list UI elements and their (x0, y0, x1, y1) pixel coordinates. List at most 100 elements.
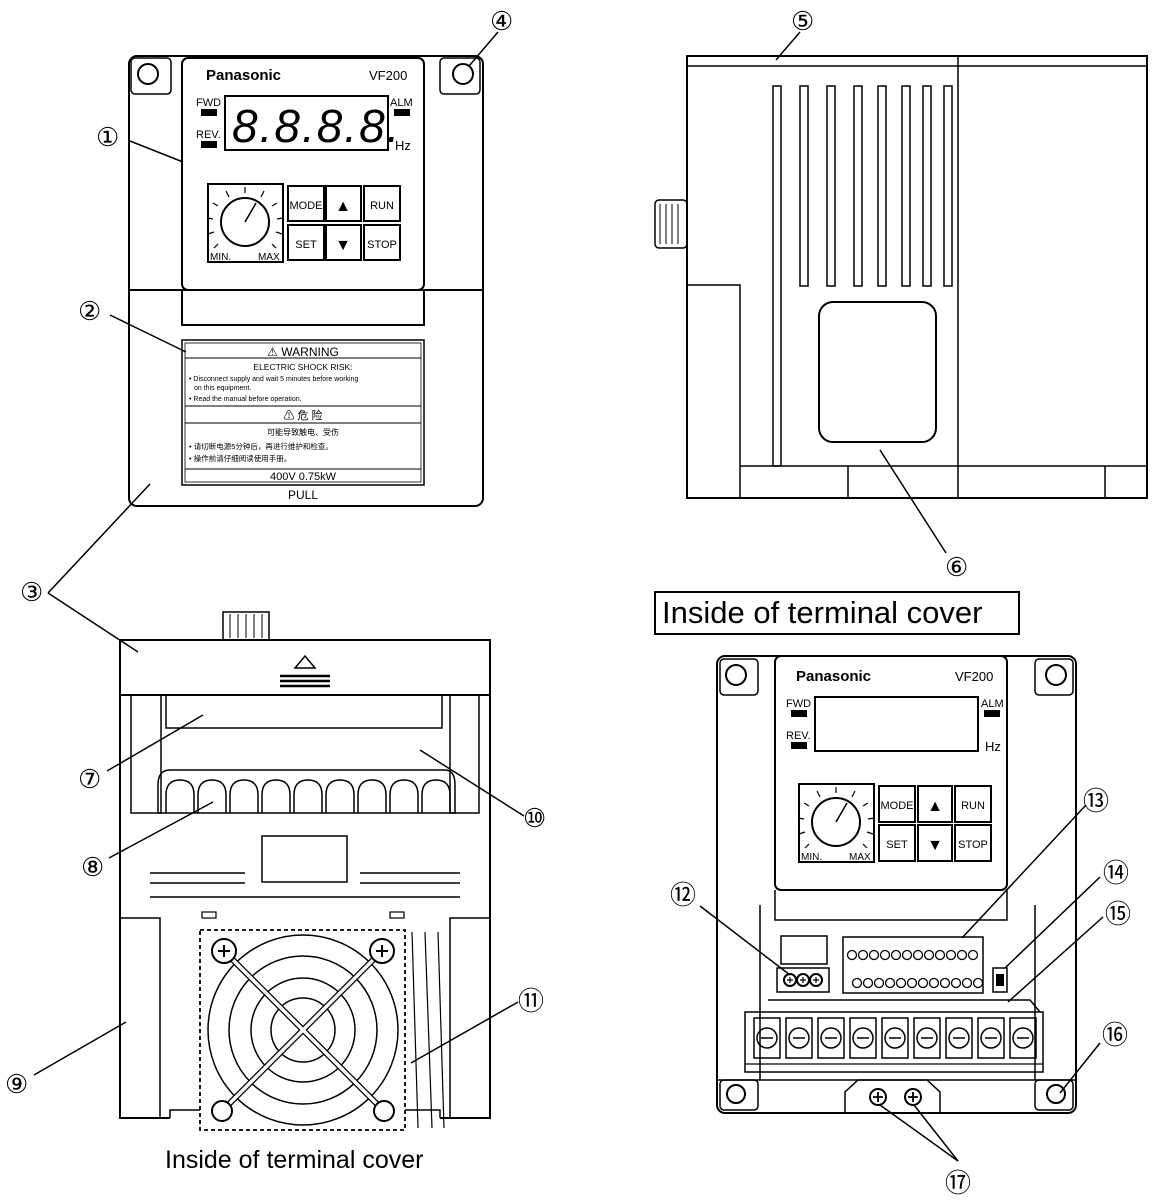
warning-cn-line1: • 请切断电源5分钟后，再进行维护和检查。 (189, 441, 333, 451)
down-key[interactable] (917, 824, 953, 862)
brand-label: Panasonic (206, 67, 281, 84)
terminal-operator-panel (774, 655, 1008, 891)
dial-max-label: MAX (849, 852, 871, 863)
warning-title: ⚠ WARNING (267, 345, 339, 359)
set-key[interactable] (287, 224, 325, 261)
callout-15: ⑮ (1105, 899, 1131, 929)
mode-key[interactable] (287, 185, 325, 222)
front-view: Panasonic VF200 FWD REV. ALM 8.8.8.8. Hz… (128, 55, 484, 507)
brand-label: Panasonic (796, 668, 871, 685)
fan-icon (207, 934, 399, 1126)
control-terminal-block (842, 936, 984, 994)
relay-terminal-block (776, 967, 830, 993)
set-key-label: SET (886, 839, 908, 851)
mounting-hole-icon (137, 63, 159, 85)
callout-10: ⑩ (523, 803, 546, 833)
display-digits: 8.8.8.8. (232, 100, 401, 152)
up-key[interactable] (325, 185, 362, 222)
model-label: VF200 (369, 68, 407, 83)
alm-label: ALM (390, 97, 413, 109)
rev-label: REV. (786, 730, 811, 742)
dial-max-label: MAX (258, 252, 280, 263)
warning-line3: • Read the manual before operation. (189, 396, 302, 403)
dial-min-label: MIN. (210, 252, 231, 263)
mode-key-label: MODE (881, 800, 914, 812)
callout-6: ⑥ (945, 552, 968, 582)
callout-5: ⑤ (791, 6, 814, 36)
set-key-label: SET (295, 239, 317, 251)
callout-7: ⑦ (78, 764, 101, 794)
pull-label: PULL (288, 488, 318, 502)
warning-label (181, 339, 425, 486)
side-housing (686, 55, 1148, 499)
run-key[interactable] (363, 185, 401, 222)
mounting-hole-icon (452, 63, 474, 85)
mode-key[interactable] (878, 785, 916, 823)
terminal-view-title: Inside of terminal cover (662, 595, 983, 630)
hz-label: Hz (395, 138, 411, 153)
fwd-label: FWD (196, 97, 221, 109)
warning-line1: • Disconnect supply and wait 5 minutes b… (189, 376, 358, 383)
dial-frame (207, 183, 284, 263)
warning-cn-line2: • 操作前请仔细阅读使用手册。 (189, 453, 291, 463)
leader-lines (33, 31, 1104, 1162)
terminal-view-title-box (654, 591, 1020, 635)
run-key[interactable] (954, 785, 992, 823)
terminal-housing (716, 655, 1077, 1114)
run-key-label: RUN (370, 200, 394, 212)
terminal-led-display (814, 696, 979, 752)
up-key[interactable] (917, 785, 953, 823)
down-arrow-icon: ▼ (335, 237, 351, 254)
callout-1: ① (96, 122, 119, 152)
up-arrow-icon: ▲ (335, 198, 351, 215)
down-arrow-icon: ▼ (927, 837, 943, 854)
warning-risk: ELECTRIC SHOCK RISK: (253, 362, 352, 372)
warning-cn-title: ⚠ 危 险 (283, 408, 322, 422)
warning-line2: on this equipment. (194, 385, 251, 392)
ground-bracket (844, 1079, 941, 1113)
bottom-view-caption: Inside of terminal cover (165, 1146, 424, 1174)
cooling-fan (199, 929, 406, 1131)
dial-frame (798, 783, 875, 863)
model-label: VF200 (955, 669, 993, 684)
warning-cn-risk: 可能导致触电、受伤 (267, 427, 339, 437)
callout-2: ② (78, 296, 101, 326)
callouts: ① ② ③ ④ ⑤ ⑥ ⑦ ⑧ ⑨ ⑩ ⑪ ⑫ ⑬ ⑭ ⑮ ⑯ ⑰ (5, 6, 1131, 1198)
nameplate-area (818, 301, 937, 443)
callout-13: ⑬ (1083, 786, 1109, 816)
up-arrow-icon: ▲ (927, 798, 943, 815)
stop-key[interactable] (363, 224, 401, 261)
rating-label: 400V 0.75kW (270, 471, 337, 483)
callout-17: ⑰ (945, 1168, 971, 1198)
led-display (224, 95, 389, 151)
set-key[interactable] (878, 824, 916, 862)
callout-11: ⑪ (518, 986, 544, 1016)
callout-8: ⑧ (81, 852, 104, 882)
bottom-view (119, 611, 491, 1131)
fwd-label: FWD (786, 698, 811, 710)
alm-label: ALM (981, 698, 1004, 710)
frequency-dial-icon (811, 797, 861, 847)
rev-label: REV. (196, 129, 221, 141)
callout-12: ⑫ (670, 880, 696, 910)
frequency-dial-icon (220, 197, 270, 247)
main-circuit-terminal-block (744, 1011, 1044, 1073)
hz-label: Hz (985, 739, 1001, 754)
front-housing (128, 55, 484, 507)
callout-16: ⑯ (1102, 1020, 1128, 1050)
run-key-label: RUN (961, 800, 985, 812)
terminal-view: Panasonic VF200 FWD REV. ALM Hz MIN. MAX… (716, 655, 1077, 1114)
stop-key-label: STOP (958, 839, 988, 851)
down-key[interactable] (325, 224, 362, 261)
terminal-cover-top (119, 639, 491, 696)
mode-key-label: MODE (290, 200, 323, 212)
callout-9: ⑨ (5, 1069, 28, 1099)
dip-switch (992, 967, 1008, 993)
callout-4: ④ (490, 6, 513, 36)
dial-knob-icon (654, 199, 688, 249)
callout-14: ⑭ (1103, 858, 1129, 888)
side-view (654, 55, 1148, 499)
stop-key[interactable] (954, 824, 992, 862)
dial-min-label: MIN. (801, 852, 822, 863)
